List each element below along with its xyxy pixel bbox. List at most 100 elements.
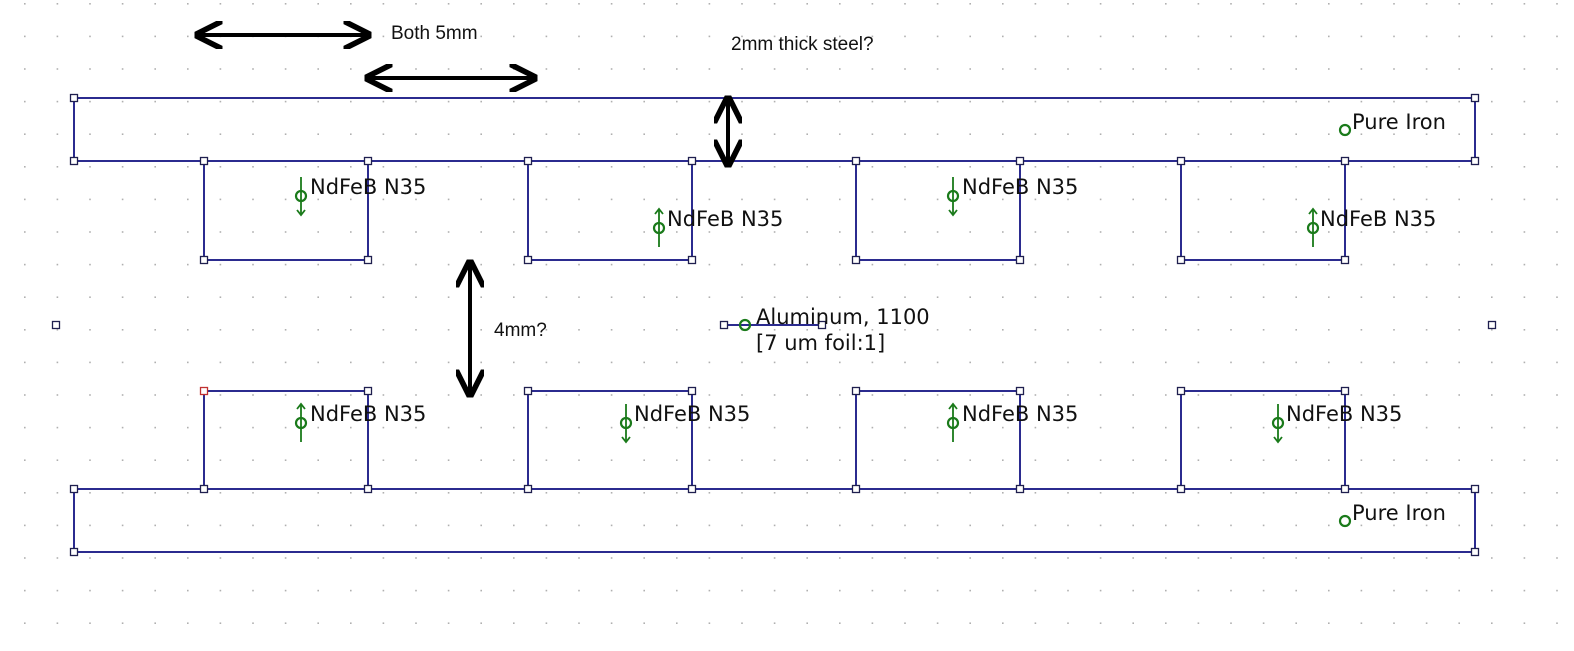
grid-dot: [284, 492, 287, 494]
block-label-marker-icon[interactable]: [619, 416, 633, 430]
block-label-marker-icon[interactable]: [1271, 416, 1285, 430]
grid-dot: [154, 263, 156, 266]
geometry-node[interactable]: [1340, 156, 1350, 166]
geometry-node[interactable]: [523, 156, 533, 166]
geometry-node[interactable]: [1015, 255, 1025, 265]
bottom-magnet-4[interactable]: [1180, 390, 1346, 490]
block-label-marker-icon[interactable]: [1338, 123, 1352, 137]
block-label-marker-icon[interactable]: [946, 416, 960, 430]
grid-dot: [871, 68, 874, 70]
grid-dot: [545, 524, 548, 527]
grid-dot: [839, 394, 841, 396]
geometry-node[interactable]: [363, 484, 373, 494]
block-label-marker-icon[interactable]: [738, 318, 752, 332]
geometry-node[interactable]: [687, 156, 697, 166]
geometry-node[interactable]: [199, 156, 209, 166]
geometry-node[interactable]: [199, 484, 209, 494]
top-iron-bar[interactable]: [73, 97, 1476, 162]
top-magnet-3[interactable]: [855, 160, 1021, 261]
geometry-node[interactable]: [363, 255, 373, 265]
geometry-node[interactable]: [851, 255, 861, 265]
geometry-node[interactable]: [523, 386, 533, 396]
block-label-marker-icon[interactable]: [294, 416, 308, 430]
grid-dot: [904, 68, 906, 70]
grid-dot: [154, 589, 156, 592]
geometry-node[interactable]: [363, 156, 373, 166]
geometry-node[interactable]: [1176, 386, 1186, 396]
grid-dot: [447, 296, 450, 298]
geometry-node[interactable]: [363, 386, 373, 396]
geometry-node[interactable]: [69, 93, 79, 103]
grid-dot: [121, 100, 124, 103]
grid-dot: [1230, 361, 1232, 364]
top-magnet-1[interactable]: [203, 160, 369, 261]
grid-dot: [545, 263, 548, 266]
geometry-node[interactable]: [1340, 255, 1350, 265]
geometry-node[interactable]: [817, 320, 827, 330]
top-magnet-2[interactable]: [527, 160, 693, 261]
grid-dot: [284, 622, 287, 624]
geometry-node[interactable]: [69, 484, 79, 494]
material-labels: Pure Iron Pure Iron NdFeB N35 NdFeB N35 …: [310, 110, 1446, 525]
geometry-node[interactable]: [69, 156, 79, 166]
geometry-node[interactable]: [851, 484, 861, 494]
geometry-node[interactable]: [851, 156, 861, 166]
geometry-node[interactable]: [1015, 484, 1025, 494]
grid-dot: [904, 589, 906, 592]
geometry-node[interactable]: [1176, 255, 1186, 265]
bottom-magnet-3[interactable]: [855, 390, 1021, 490]
geometry-node[interactable]: [851, 386, 861, 396]
geometry-node[interactable]: [1340, 484, 1350, 494]
grid-dot: [1197, 263, 1200, 266]
bottom-iron-bar[interactable]: [73, 488, 1476, 553]
grid-dot: [1491, 426, 1493, 429]
grid-dot: [382, 492, 385, 494]
grid-dot: [773, 622, 776, 624]
geometry-node[interactable]: [1470, 484, 1480, 494]
block-label-marker-icon[interactable]: [1306, 221, 1320, 235]
grid-dot: [415, 100, 417, 103]
block-label-marker-icon[interactable]: [294, 189, 308, 203]
geometry-node[interactable]: [1470, 547, 1480, 557]
geometry-node[interactable]: [199, 255, 209, 265]
geometry-node[interactable]: [1015, 156, 1025, 166]
grid-dot: [936, 524, 939, 527]
geometry-node[interactable]: [687, 386, 697, 396]
geometry-node[interactable]: [1470, 93, 1480, 103]
block-label-marker-icon[interactable]: [946, 189, 960, 203]
bottom-magnet-1[interactable]: [203, 390, 369, 490]
top-magnet-4[interactable]: [1180, 160, 1346, 261]
grid-dot: [121, 329, 124, 331]
grid-dot: [806, 329, 808, 331]
geometry-node[interactable]: [199, 386, 209, 396]
grid-dot: [1295, 524, 1297, 527]
geometry-node[interactable]: [69, 547, 79, 557]
block-label-marker-icon[interactable]: [652, 221, 666, 235]
grid-dot: [904, 426, 906, 429]
bottom-magnet-2[interactable]: [527, 390, 693, 490]
geometry-node[interactable]: [1176, 484, 1186, 494]
geometry-node[interactable]: [1470, 156, 1480, 166]
geometry-node[interactable]: [523, 255, 533, 265]
geometry-node[interactable]: [687, 484, 697, 494]
grid-dot: [252, 263, 254, 266]
grid-dot: [1425, 557, 1428, 559]
grid-dot: [1491, 263, 1493, 266]
grid-dot: [1099, 231, 1102, 233]
geometry-node[interactable]: [719, 320, 729, 330]
geometry-node[interactable]: [687, 255, 697, 265]
geometry-node[interactable]: [1487, 320, 1497, 330]
grid-dot: [1393, 263, 1395, 266]
grid-dot: [578, 133, 580, 135]
geometry-node[interactable]: [1340, 386, 1350, 396]
grid-dot: [1002, 459, 1004, 461]
geometry-node[interactable]: [1176, 156, 1186, 166]
block-label-marker-icon[interactable]: [1338, 514, 1352, 528]
grid-dot: [121, 35, 124, 38]
grid-dot: [643, 524, 645, 527]
geometry-node[interactable]: [51, 320, 61, 330]
geometry-node[interactable]: [1015, 386, 1025, 396]
grid-dot: [1458, 100, 1460, 103]
geometry-node[interactable]: [523, 484, 533, 494]
